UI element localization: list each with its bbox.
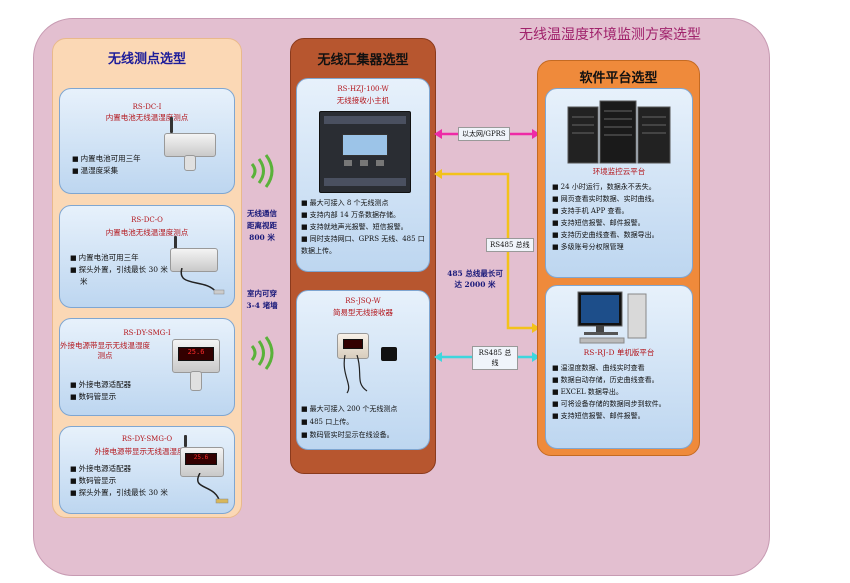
collector-card-jsq: RS-JSQ-W 简易型无线接收器 最大可接入 200 个无线测点 485 口上…	[296, 290, 430, 450]
digital-display: 25.6	[178, 347, 214, 361]
sensor-card-dc-i: RS-DC-I 内置电池无线温湿度测点 内置电池可用三年 温湿度采集	[59, 88, 235, 194]
feature-item: 最大可接入 8 个无线测点	[301, 197, 429, 209]
software-features: 24 小时运行，数据永不丢失。 网页查看实时数据、实时曲线。 支持手机 APP …	[552, 181, 659, 253]
feature-item: 485 口上传。	[301, 416, 397, 429]
software-card-standalone: RS-RJ-D 单机版平台 温湿度数据、曲线实时查看 数据自动存储，历史曲线查看…	[545, 285, 693, 449]
feature-item: 24 小时运行，数据永不丢失。	[552, 181, 659, 193]
sensor-features: 外接电源适配器 数码管显示	[70, 379, 132, 403]
feature-item: 数码管实时显示在线设备。	[301, 429, 397, 442]
software-name: RS-RJ-D 单机版平台	[583, 348, 655, 357]
feature-item: 数码管显示	[70, 391, 131, 403]
sensor-features: 内置电池可用三年 探头外置，引线最长 30 米	[70, 252, 168, 276]
feature-item: 内置电池可用三年	[72, 153, 141, 165]
sensor-device-image	[170, 236, 226, 298]
sensor-card-dc-o: RS-DC-O 内置电池无线温湿度测点 内置电池可用三年 探头外置，引线最长 3…	[59, 205, 235, 308]
sensor-card-dy-smg-o: RS-DY-SMG-O 外接电源带显示无线温湿度测点 25.6 外接电源适配器 …	[59, 426, 235, 514]
feature-item: 探头外置，引线最长 30 米	[70, 487, 168, 499]
sensor-model: RS-DC-I	[132, 103, 162, 111]
diagram-title: 无线温湿度环境监测方案选型	[519, 27, 701, 43]
wireless-wave-icon	[250, 154, 274, 188]
feature-item: 外接电源适配器	[70, 379, 132, 391]
feature-item: 支持历史曲线查看、数据导出。	[552, 229, 659, 241]
software-name: 环境监控云平台	[592, 167, 646, 176]
sensor-device-image: 25.6	[172, 333, 224, 393]
software-card-cloud: 环境监控云平台 24 小时运行，数据永不丢失。 网页查看实时数据、实时曲线。 支…	[545, 88, 693, 278]
wireless-wave-icon	[250, 336, 274, 370]
sensor-name: 外接电源带显示无线温湿度测点	[60, 341, 150, 360]
collector-name: 无线接收小主机	[336, 96, 390, 105]
feature-item: 同时支持网口、GPRS 无线、485 口数据上传。	[301, 233, 429, 257]
collector-name: 简易型无线接收器	[333, 308, 393, 317]
sensor-features: 内置电池可用三年 温湿度采集	[72, 153, 141, 177]
power-adapter-icon	[381, 347, 397, 361]
feature-item: 支持短信报警、邮件报警。	[552, 217, 659, 229]
rs485-bus-label-bottom: RS485 总线	[472, 346, 518, 370]
sensor-device-image: 25.6	[180, 435, 232, 505]
collector-features: 最大可接入 200 个无线测点 485 口上传。 数码管实时显示在线设备。	[301, 403, 398, 442]
collector-column-title: 无线汇集器选型	[317, 53, 409, 68]
feature-item: 数据自动存储，历史曲线查看。	[552, 374, 666, 386]
rs485-bus-label: RS485 总线	[486, 238, 534, 252]
antenna-icon	[170, 117, 173, 133]
feature-item: 最大可接入 200 个无线测点	[301, 403, 398, 416]
feature-item: 支持手机 APP 查看。	[552, 205, 659, 217]
collector-features: 最大可接入 8 个无线测点 支持内部 14 万条数据存储。 支持就地声光报警、短…	[301, 197, 429, 257]
sensor-features: 外接电源适配器 数码管显示 探头外置，引线最长 30 米	[70, 463, 168, 499]
feature-item: 支持短信报警、邮件报警。	[552, 410, 666, 422]
feature-item: 网页查看实时数据、实时曲线。	[552, 193, 659, 205]
sensor-device-image	[164, 117, 216, 171]
feature-item: 温湿度数据、曲线实时查看	[552, 362, 666, 374]
wireless-distance-label: 无线通信距离视距 800 米	[247, 209, 277, 242]
collector-model: RS-HZJ-100-W	[337, 85, 389, 93]
feature-item: 外接电源适配器	[70, 463, 168, 475]
receiver-host-image	[319, 111, 411, 193]
feature-item: 内置电池可用三年	[70, 252, 168, 264]
desktop-computer-icon	[577, 291, 647, 344]
feature-item: 温湿度采集	[72, 165, 141, 177]
feature-item: 可将设备存储的数据同步到软件。	[552, 398, 666, 410]
receiver-image	[327, 325, 407, 395]
sensor-card-dy-smg-i: RS-DY-SMG-I 外接电源带显示无线温湿度测点 25.6 外接电源适配器 …	[59, 318, 235, 416]
feature-item: 探头外置，引线最长 30 米	[70, 264, 168, 276]
collector-card-hzj: RS-HZJ-100-W 无线接收小主机 最大可接入 8 个无线测点 支持内部 …	[296, 78, 430, 272]
cable-icon	[197, 473, 229, 504]
server-rack-icon	[567, 100, 671, 164]
software-features: 温湿度数据、曲线实时查看 数据自动存储，历史曲线查看。 EXCEL 数据导出。 …	[552, 362, 666, 422]
rs485-distance-note: 485 总线最长可达 2000 米	[447, 269, 503, 289]
feature-item: 数码管显示	[70, 475, 168, 487]
sensor-name: 内置电池无线温湿度测点	[105, 113, 189, 122]
collector-model: RS-JSQ-W	[345, 297, 381, 305]
sensor-model: RS-DY-SMG-O	[121, 435, 173, 443]
cable-icon	[180, 268, 225, 295]
ethernet-gprs-label: 以太网/GPRS	[458, 127, 510, 141]
sensor-name: 内置电池无线温湿度测点	[105, 228, 189, 237]
software-column-title: 软件平台选型	[579, 71, 658, 86]
feature-item: 多级账号分权限管理	[552, 241, 659, 253]
antenna-icon	[184, 435, 187, 447]
feature-item: EXCEL 数据导出。	[552, 386, 666, 398]
feature-item: 支持内部 14 万条数据存储。	[301, 209, 429, 221]
antenna-icon	[174, 236, 177, 250]
sensor-column-title: 无线测点选型	[107, 52, 186, 67]
feature-item: 支持就地声光报警、短信报警。	[301, 221, 429, 233]
sensor-name: 外接电源带显示无线温湿度测点	[94, 447, 200, 456]
digital-display: 25.6	[185, 453, 217, 465]
sensor-model: RS-DY-SMG-I	[123, 329, 171, 337]
sensor-model: RS-DC-O	[131, 216, 163, 224]
wall-penetration-label: 室内可穿 3-4 堵墙	[246, 289, 278, 310]
